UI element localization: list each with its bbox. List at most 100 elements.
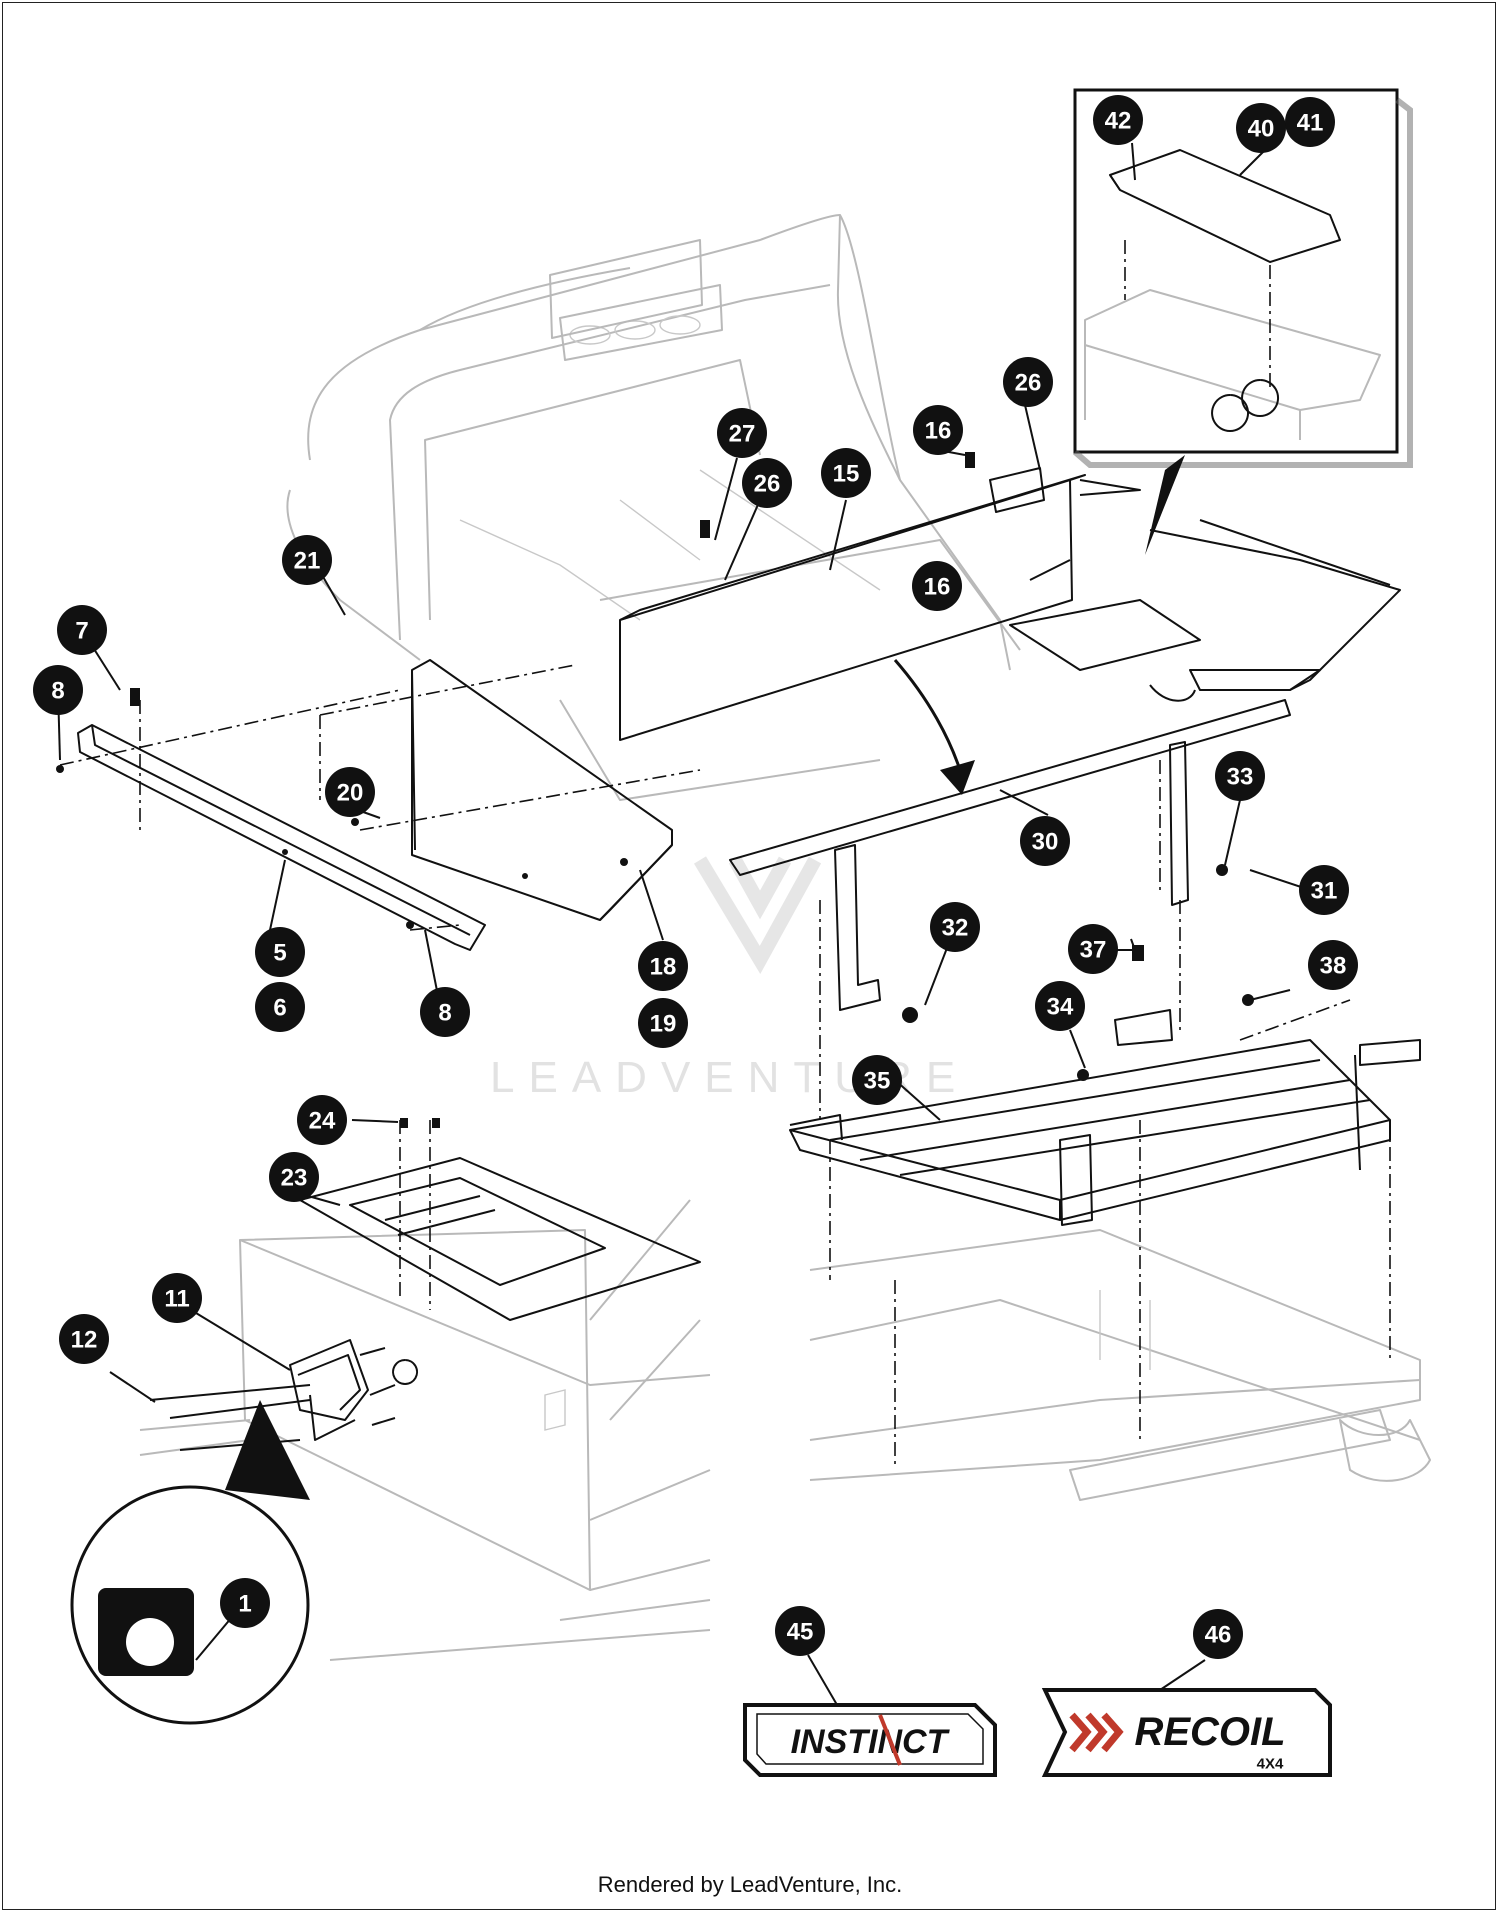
callout-bubble	[821, 448, 871, 498]
callout-21: 21	[282, 535, 332, 585]
callout-bubble	[325, 767, 375, 817]
badge-recoil-chevrons	[1069, 1712, 1124, 1753]
callout-bubble	[1068, 924, 1118, 974]
callout-6: 6	[255, 982, 305, 1032]
callout-45: 45	[775, 1606, 825, 1656]
dash-cowl-ghost	[286, 214, 1021, 801]
callout-label: 41	[1297, 110, 1324, 137]
callout-bubble	[1308, 940, 1358, 990]
callout-bubble	[1035, 981, 1085, 1031]
callout-label: 5	[273, 940, 286, 967]
callout-label: 21	[294, 548, 321, 575]
callout-label: 18	[650, 954, 677, 981]
callout-34: 34	[1035, 981, 1085, 1031]
callout-label: 33	[1227, 764, 1254, 791]
callout-label: 27	[729, 421, 756, 448]
callout-19: 19	[638, 998, 688, 1048]
callout-37: 37	[1068, 924, 1118, 974]
badge-instinct-slash	[878, 1714, 902, 1766]
callout-label: 8	[51, 678, 64, 705]
badge-instinct: INSTINCT	[743, 1703, 997, 1777]
callout-bubble	[255, 927, 305, 977]
callout-31: 31	[1299, 865, 1349, 915]
callout-20: 20	[325, 767, 375, 817]
callout-bubble	[59, 1314, 109, 1364]
footer-credit: Rendered by LeadVenture, Inc.	[597, 1872, 903, 1897]
rail-30	[729, 699, 1291, 876]
callout-27: 27	[717, 408, 767, 458]
plug-hole	[126, 1618, 174, 1666]
callout-label: 40	[1248, 116, 1275, 143]
callout-bubble	[1215, 751, 1265, 801]
callout-label: 34	[1047, 994, 1074, 1021]
callout-15: 15	[821, 448, 871, 498]
callout-bubble	[255, 982, 305, 1032]
callout-40: 40	[1236, 103, 1286, 153]
callout-bubble	[152, 1273, 202, 1323]
watermark-logo	[693, 856, 822, 975]
callout-16: 16	[913, 405, 963, 455]
callout-bubble	[912, 561, 962, 611]
callout-bubble	[269, 1152, 319, 1202]
battery-tray-frame	[789, 1009, 1421, 1226]
callouts: 1567881112151616181920212324262627303132…	[33, 95, 1358, 1659]
callout-label: 20	[337, 780, 364, 807]
frame-ghost-left	[139, 1199, 711, 1661]
callout-16: 16	[912, 561, 962, 611]
callout-bubble	[33, 665, 83, 715]
badge-recoil-text: RECOIL	[1134, 1710, 1285, 1754]
callout-35: 35	[852, 1055, 902, 1105]
callout-bubble	[57, 605, 107, 655]
callout-23: 23	[269, 1152, 319, 1202]
callout-bubble	[1003, 357, 1053, 407]
callout-bubble	[775, 1606, 825, 1656]
callout-1: 1	[220, 1578, 270, 1628]
rotate-arrow	[893, 659, 975, 795]
callout-5: 5	[255, 927, 305, 977]
callout-label: 6	[273, 995, 286, 1022]
seat-support-bracket	[619, 467, 1086, 741]
callout-11: 11	[152, 1273, 202, 1323]
callout-bubble	[717, 408, 767, 458]
callout-label: 42	[1105, 108, 1132, 135]
callout-8: 8	[33, 665, 83, 715]
callout-bubble	[1020, 816, 1070, 866]
latch	[149, 1339, 419, 1451]
callout-label: 16	[924, 574, 951, 601]
callout-label: 37	[1080, 937, 1107, 964]
access-plate	[299, 1157, 701, 1321]
inset-pointer	[1145, 455, 1185, 555]
callout-bubble	[1193, 1609, 1243, 1659]
callout-label: 7	[75, 618, 88, 645]
fasteners	[56, 452, 1254, 1128]
callout-bubble	[1236, 103, 1286, 153]
callout-18: 18	[638, 941, 688, 991]
callout-bubble	[297, 1095, 347, 1145]
callout-26: 26	[1003, 357, 1053, 407]
seat-hinge-area	[1009, 479, 1401, 702]
callout-8: 8	[420, 987, 470, 1037]
callout-label: 12	[71, 1327, 98, 1354]
callout-label: 26	[1015, 370, 1042, 397]
badge-instinct-text: INSTINCT	[791, 1723, 951, 1761]
callout-bubble	[638, 941, 688, 991]
callout-label: 35	[864, 1068, 891, 1095]
frame-ghost-right	[809, 1229, 1431, 1501]
callout-label: 46	[1205, 1622, 1232, 1649]
badge-recoil-sub: 4X4	[1257, 1756, 1284, 1773]
callout-26: 26	[742, 458, 792, 508]
callout-bubble	[638, 998, 688, 1048]
callout-7: 7	[57, 605, 107, 655]
callout-24: 24	[297, 1095, 347, 1145]
callout-38: 38	[1308, 940, 1358, 990]
callout-label: 23	[281, 1165, 308, 1192]
callout-label: 32	[942, 915, 969, 942]
callout-bubble	[1299, 865, 1349, 915]
callout-label: 38	[1320, 953, 1347, 980]
callout-label: 24	[309, 1108, 336, 1135]
callout-42: 42	[1093, 95, 1143, 145]
callout-bubble	[913, 405, 963, 455]
callout-bubble	[742, 458, 792, 508]
callout-33: 33	[1215, 751, 1265, 801]
